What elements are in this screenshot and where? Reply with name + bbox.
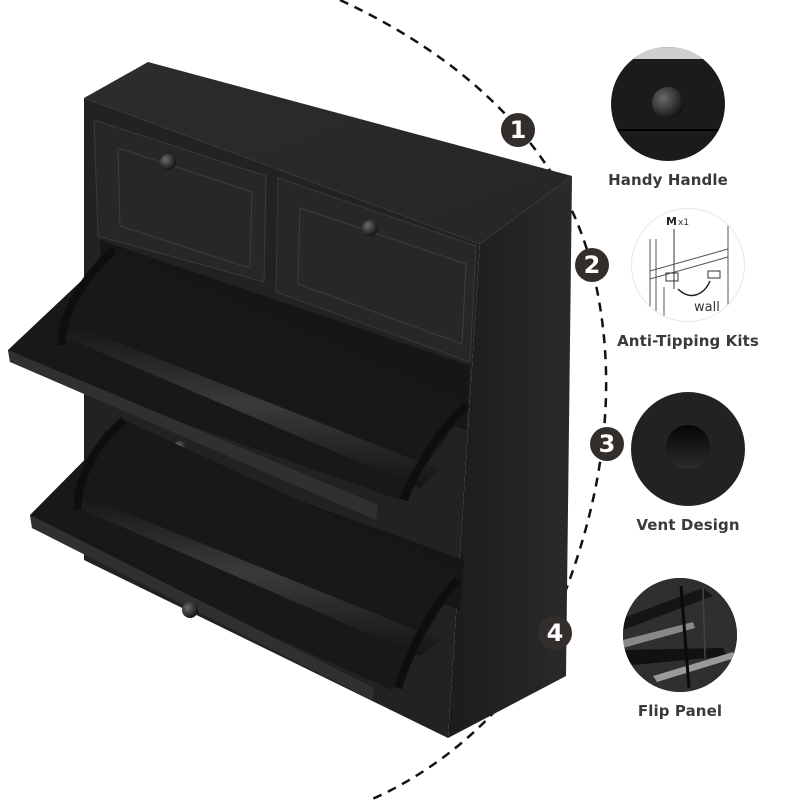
callout-marker-2: 2	[575, 248, 609, 282]
callout-marker-3: 3	[590, 427, 624, 461]
feature-label: Handy Handle	[608, 171, 728, 189]
callout-marker-4: 4	[538, 616, 572, 650]
flip-panel-closeup-icon	[623, 578, 737, 692]
feature-label: Anti-Tipping Kits	[617, 332, 759, 350]
flip-panel-knob	[182, 602, 198, 618]
diagram-wall-label: wall	[694, 300, 720, 315]
drawer-knob	[362, 220, 378, 236]
diagram-part-label: M	[666, 215, 677, 228]
feature-label: Flip Panel	[637, 702, 723, 720]
feature-anti-tipping-kits: M x1 wall Anti-Tipping Kits	[617, 208, 759, 350]
anti-tip-diagram-icon: M x1 wall	[631, 208, 745, 322]
feature-handy-handle: Handy Handle	[578, 47, 758, 189]
callout-marker-1: 1	[501, 113, 535, 147]
vent-hole-icon	[631, 392, 745, 506]
feature-vent-design: Vent Design	[628, 392, 748, 534]
drawer-knob	[160, 154, 176, 170]
dashed-arc	[339, 0, 608, 800]
knob-closeup-icon	[611, 47, 725, 161]
feature-flip-panel: Flip Panel	[590, 578, 770, 720]
feature-label: Vent Design	[636, 516, 740, 534]
diagram-qty-label: x1	[678, 218, 689, 228]
